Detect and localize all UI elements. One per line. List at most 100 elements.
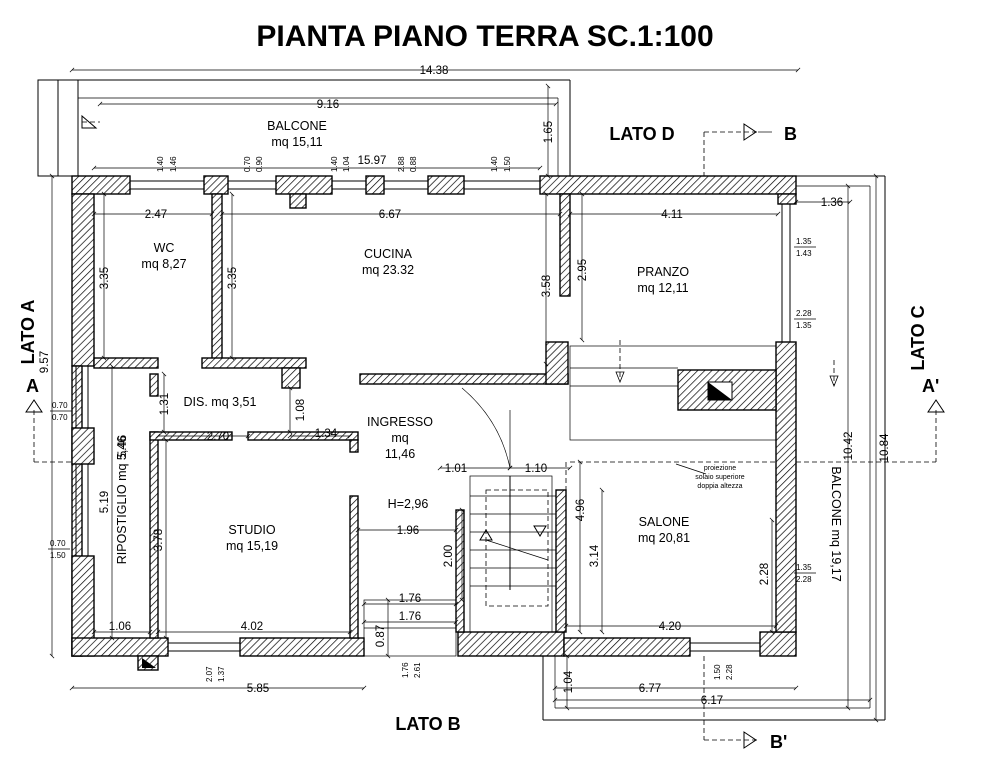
- studio-name: STUDIO: [228, 523, 276, 537]
- svg-text:1.37: 1.37: [217, 666, 226, 682]
- note-line-1: proiezione: [704, 465, 736, 472]
- windows: [75, 180, 791, 657]
- svg-text:0.70: 0.70: [243, 156, 252, 172]
- dim-cucina-height-2: 3.58: [541, 275, 553, 297]
- dim-studio-width: 4.02: [241, 621, 263, 633]
- dim-balcone-depth: 1.65: [543, 121, 555, 143]
- svg-text:2.28: 2.28: [796, 309, 812, 318]
- svg-text:1.35: 1.35: [796, 563, 812, 572]
- ingresso-area: 11,46: [385, 447, 415, 461]
- note-line-3: doppia altezza: [697, 483, 742, 490]
- salone-name: SALONE: [639, 515, 690, 529]
- dim-salone-width: 4.20: [659, 621, 681, 633]
- cucina-area: mq 23.32: [362, 263, 414, 277]
- svg-text:1.46: 1.46: [169, 156, 178, 172]
- dim-ingresso-width-1: 1.01: [445, 463, 467, 475]
- svg-text:0.70: 0.70: [50, 539, 66, 548]
- salone-area: mq 20,81: [638, 531, 690, 545]
- dimension-lines: [49, 67, 879, 723]
- height-label: H=2,96: [388, 497, 429, 511]
- side-label-d: LATO D: [609, 124, 674, 144]
- dim-wc-height: 3.35: [99, 267, 111, 289]
- exterior-walls: [71, 175, 797, 657]
- dim-total-width: 14.38: [420, 65, 449, 77]
- dim-cucina-height: 3.35: [227, 267, 239, 289]
- side-label-b: LATO B: [395, 714, 460, 734]
- dim-corridor-width: 2.70: [207, 431, 229, 443]
- svg-text:2.28: 2.28: [796, 575, 812, 584]
- dim-stair-width: 1.96: [397, 525, 419, 537]
- svg-text:1.40: 1.40: [330, 156, 339, 172]
- dim-step-width-1: 1.76: [399, 593, 421, 605]
- dim-balcone-width: 9.16: [317, 99, 339, 111]
- svg-text:1.40: 1.40: [490, 156, 499, 172]
- dim-studio-height: 3.78: [153, 529, 165, 551]
- svg-text:2.07: 2.07: [205, 666, 214, 682]
- side-label-c: LATO C: [908, 305, 928, 370]
- dim-salone-height-2: 3.14: [589, 544, 601, 567]
- dim-corridor-width-2: 1.34: [315, 428, 338, 440]
- balcony-top-outline: [37, 79, 571, 177]
- wc-area: mq 8,27: [141, 257, 186, 271]
- dim-stair-height: 2.00: [443, 545, 455, 567]
- window-labels: 1.40 1.46 0.70 0.90 1.40 1.04 2.88 0.88 …: [48, 156, 816, 682]
- svg-text:0.88: 0.88: [409, 156, 418, 172]
- svg-text:1.40: 1.40: [156, 156, 165, 172]
- cucina-name: CUCINA: [364, 247, 413, 261]
- ingresso-unit: mq: [391, 431, 408, 445]
- room-labels: BALCONE mq 15,11 WC mq 8,27 CUCINA mq 23…: [115, 119, 843, 582]
- dim-wc-width: 2.47: [145, 209, 167, 221]
- balcone-top-name: BALCONE: [267, 119, 327, 133]
- dim-salone-height-3: 2.28: [759, 563, 771, 585]
- dim-ingresso-height: 1.08: [295, 399, 307, 421]
- dim-step-width-2: 1.76: [399, 611, 421, 623]
- dis-label: DIS. mq 3,51: [184, 395, 257, 409]
- balcony-right-outline: [542, 175, 886, 721]
- dim-right-height-2: 10.84: [879, 433, 891, 462]
- pranzo-area: mq 12,11: [637, 281, 688, 295]
- svg-text:1.50: 1.50: [503, 156, 512, 172]
- svg-text:2.88: 2.88: [397, 156, 406, 172]
- section-label-b-prime: B': [770, 732, 787, 752]
- dim-bottom-right-2: 6.17: [701, 695, 723, 707]
- projection-note: proiezione solaio superiore doppia altez…: [675, 463, 745, 490]
- svg-text:2.61: 2.61: [413, 662, 422, 678]
- section-label-a-prime: A': [922, 376, 939, 396]
- pranzo-name: PRANZO: [637, 265, 689, 279]
- balcone-right-label: BALCONE mq 19,17: [829, 466, 843, 581]
- ingresso-name: INGRESSO: [367, 415, 433, 429]
- svg-text:1.76: 1.76: [401, 662, 410, 678]
- page-title: PIANTA PIANO TERRA SC.1:100: [256, 20, 713, 53]
- dim-sill: 0.87: [375, 625, 387, 647]
- dim-dis-height: 1.31: [159, 393, 171, 415]
- svg-text:1.35: 1.35: [796, 321, 812, 330]
- dim-pranzo-width: 4.11: [661, 209, 683, 221]
- dim-ripostiglio-height: 5.46: [117, 435, 129, 457]
- side-label-a: LATO A: [18, 300, 38, 365]
- balcone-top-area: mq 15,11: [271, 135, 322, 149]
- dim-right-height: 10.42: [843, 432, 855, 461]
- studio-area: mq 15,19: [226, 539, 278, 553]
- svg-text:0.70: 0.70: [52, 413, 68, 422]
- dim-bottom-left: 5.85: [247, 683, 269, 695]
- svg-text:1.04: 1.04: [342, 156, 351, 172]
- note-line-2: solaio superiore: [695, 474, 745, 481]
- dimension-texts: 14.38 9.16 1.65 15.97 2.47 6.67 4.11 1.3…: [39, 65, 891, 707]
- dim-bottom-right: 6.77: [639, 683, 661, 695]
- dim-cucina-width: 6.67: [379, 209, 401, 221]
- svg-text:1.43: 1.43: [796, 249, 812, 258]
- dim-ripostiglio-height-2: 5.19: [99, 491, 111, 513]
- dim-ripostiglio-width: 1.06: [109, 621, 131, 633]
- dim-balcony-depth-bottom: 1.04: [563, 670, 575, 693]
- ripostiglio-label: RIPOSTIGLIO mq 5,46: [115, 436, 129, 565]
- dim-salone-height: 4.96: [575, 499, 587, 521]
- svg-text:0.90: 0.90: [255, 156, 264, 172]
- wc-name: WC: [154, 241, 175, 255]
- svg-text:0.70: 0.70: [52, 401, 68, 410]
- dim-pranzo-height: 2.95: [577, 259, 589, 281]
- dim-ingresso-width-2: 1.10: [525, 463, 547, 475]
- svg-text:1.35: 1.35: [796, 237, 812, 246]
- section-label-a: A: [26, 376, 39, 396]
- svg-text:1.50: 1.50: [50, 551, 66, 560]
